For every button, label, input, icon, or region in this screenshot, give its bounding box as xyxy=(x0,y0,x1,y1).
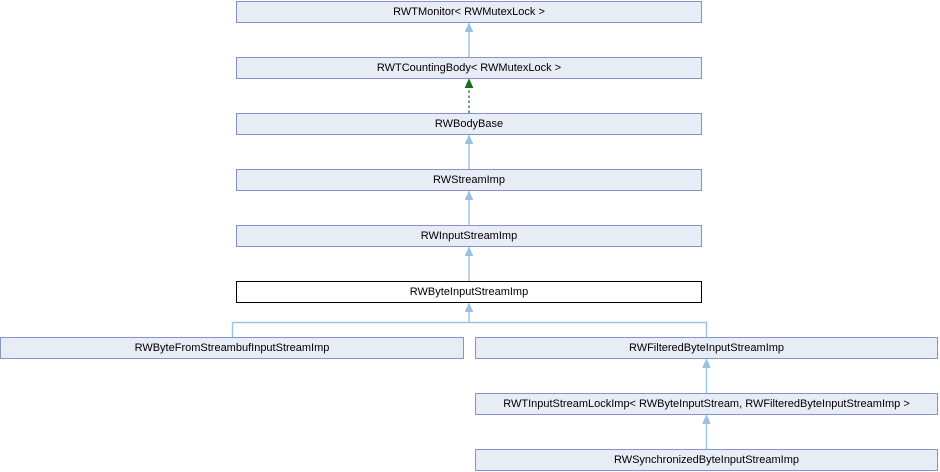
class-node-rwbodybase[interactable]: RWBodyBase xyxy=(236,113,702,135)
class-node-rwtcountingbody[interactable]: RWTCountingBody< RWMutexLock > xyxy=(236,57,702,79)
edge-rwtinputstreamlockimp-to-rwfilteredbyteinputstreamimp xyxy=(702,358,711,393)
edge-rwsynchronizedbyteinputstreamimp-to-rwtinputstreamlockimp xyxy=(702,414,711,449)
edge-rwinputstreamimp-to-rwstreamimp xyxy=(464,190,474,225)
class-node-rwtmonitor[interactable]: RWTMonitor< RWMutexLock > xyxy=(236,1,702,23)
class-node-rwbytefromstreambufinputstreamimp[interactable]: RWByteFromStreambufInputStreamImp xyxy=(0,337,464,359)
class-node-rwsynchronizedbyteinputstreamimp[interactable]: RWSynchronizedByteInputStreamImp xyxy=(475,449,938,471)
edge-rwstreamimp-to-rwbodybase xyxy=(464,134,474,169)
class-node-rwtinputstreamlockimp[interactable]: RWTInputStreamLockImp< RWByteInputStream… xyxy=(475,393,938,415)
edge-rwbyteinputstreamimp-to-rwinputstreamimp xyxy=(464,246,474,281)
class-node-rwfilteredbyteinputstreamimp[interactable]: RWFilteredByteInputStreamImp xyxy=(475,337,938,359)
edge-rwbodybase-to-rwtcountingbody xyxy=(464,78,474,113)
class-node-rwbyteinputstreamimp: RWByteInputStreamImp xyxy=(236,281,702,303)
class-node-rwstreamimp[interactable]: RWStreamImp xyxy=(236,169,702,191)
edge-rwtcountingbody-to-rwtmonitor xyxy=(464,22,474,57)
edge-derived-to-rwbyteinputstreamimp xyxy=(231,302,708,337)
class-node-rwinputstreamimp[interactable]: RWInputStreamImp xyxy=(236,225,702,247)
